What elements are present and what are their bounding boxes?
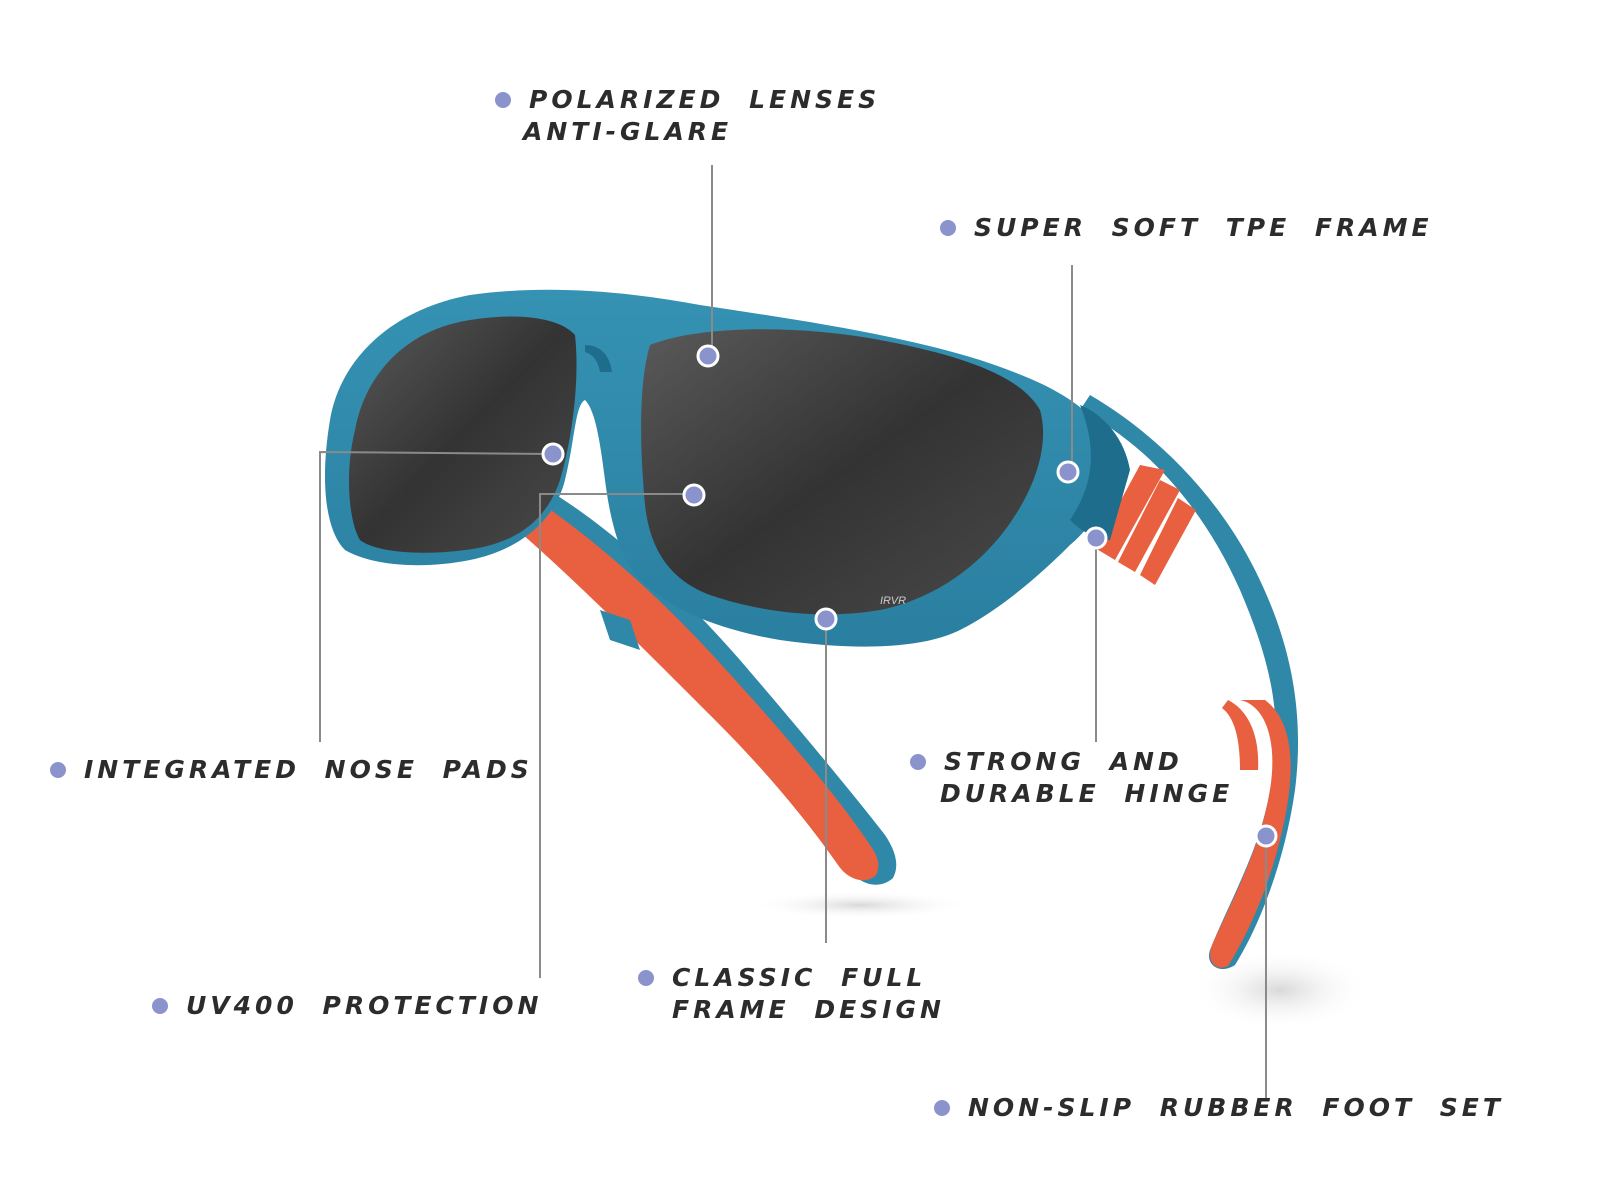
- callout-line: SUPER SOFT TPE FRAME: [974, 213, 1433, 242]
- callout-line: INTEGRATED NOSE PADS: [84, 755, 533, 784]
- bullet-dot: [50, 762, 66, 778]
- callout-line: ANTI-GLARE: [523, 117, 733, 146]
- lens-logo: IRVR: [880, 595, 906, 607]
- callout-line: CLASSIC FULL: [672, 963, 927, 992]
- callout-line: FRAME DESIGN: [672, 995, 945, 1024]
- callout-line: UV400 PROTECTION: [186, 991, 543, 1020]
- bullet-dot: [910, 754, 926, 770]
- callout-hinge: STRONG AND DURABLE HINGE: [910, 746, 1233, 810]
- bullet-dot: [495, 92, 511, 108]
- right-lens: [641, 329, 1044, 615]
- callout-line: NON-SLIP RUBBER FOOT SET: [968, 1093, 1504, 1122]
- callout-uv400: UV400 PROTECTION: [152, 990, 542, 1022]
- callout-line: DURABLE HINGE: [940, 779, 1234, 808]
- ground-shadow: [1190, 950, 1370, 1030]
- bullet-dot: [638, 970, 654, 986]
- callout-nose-pads: INTEGRATED NOSE PADS: [50, 754, 533, 786]
- ground-shadow: [750, 891, 970, 919]
- bullet-dot: [940, 220, 956, 236]
- callout-full-frame: CLASSIC FULL FRAME DESIGN: [638, 962, 945, 1026]
- callout-polarized-lenses: POLARIZED LENSES ANTI-GLARE: [495, 84, 880, 148]
- temple-logo: IRVR: [1190, 589, 1246, 658]
- bullet-dot: [934, 1100, 950, 1116]
- bullet-dot: [152, 998, 168, 1014]
- callout-rubber-foot: NON-SLIP RUBBER FOOT SET: [934, 1092, 1504, 1124]
- callout-line: STRONG AND: [944, 747, 1183, 776]
- callout-line: POLARIZED LENSES: [529, 85, 881, 114]
- front-frame: IRVR: [325, 289, 1130, 647]
- callout-tpe-frame: SUPER SOFT TPE FRAME: [940, 212, 1433, 244]
